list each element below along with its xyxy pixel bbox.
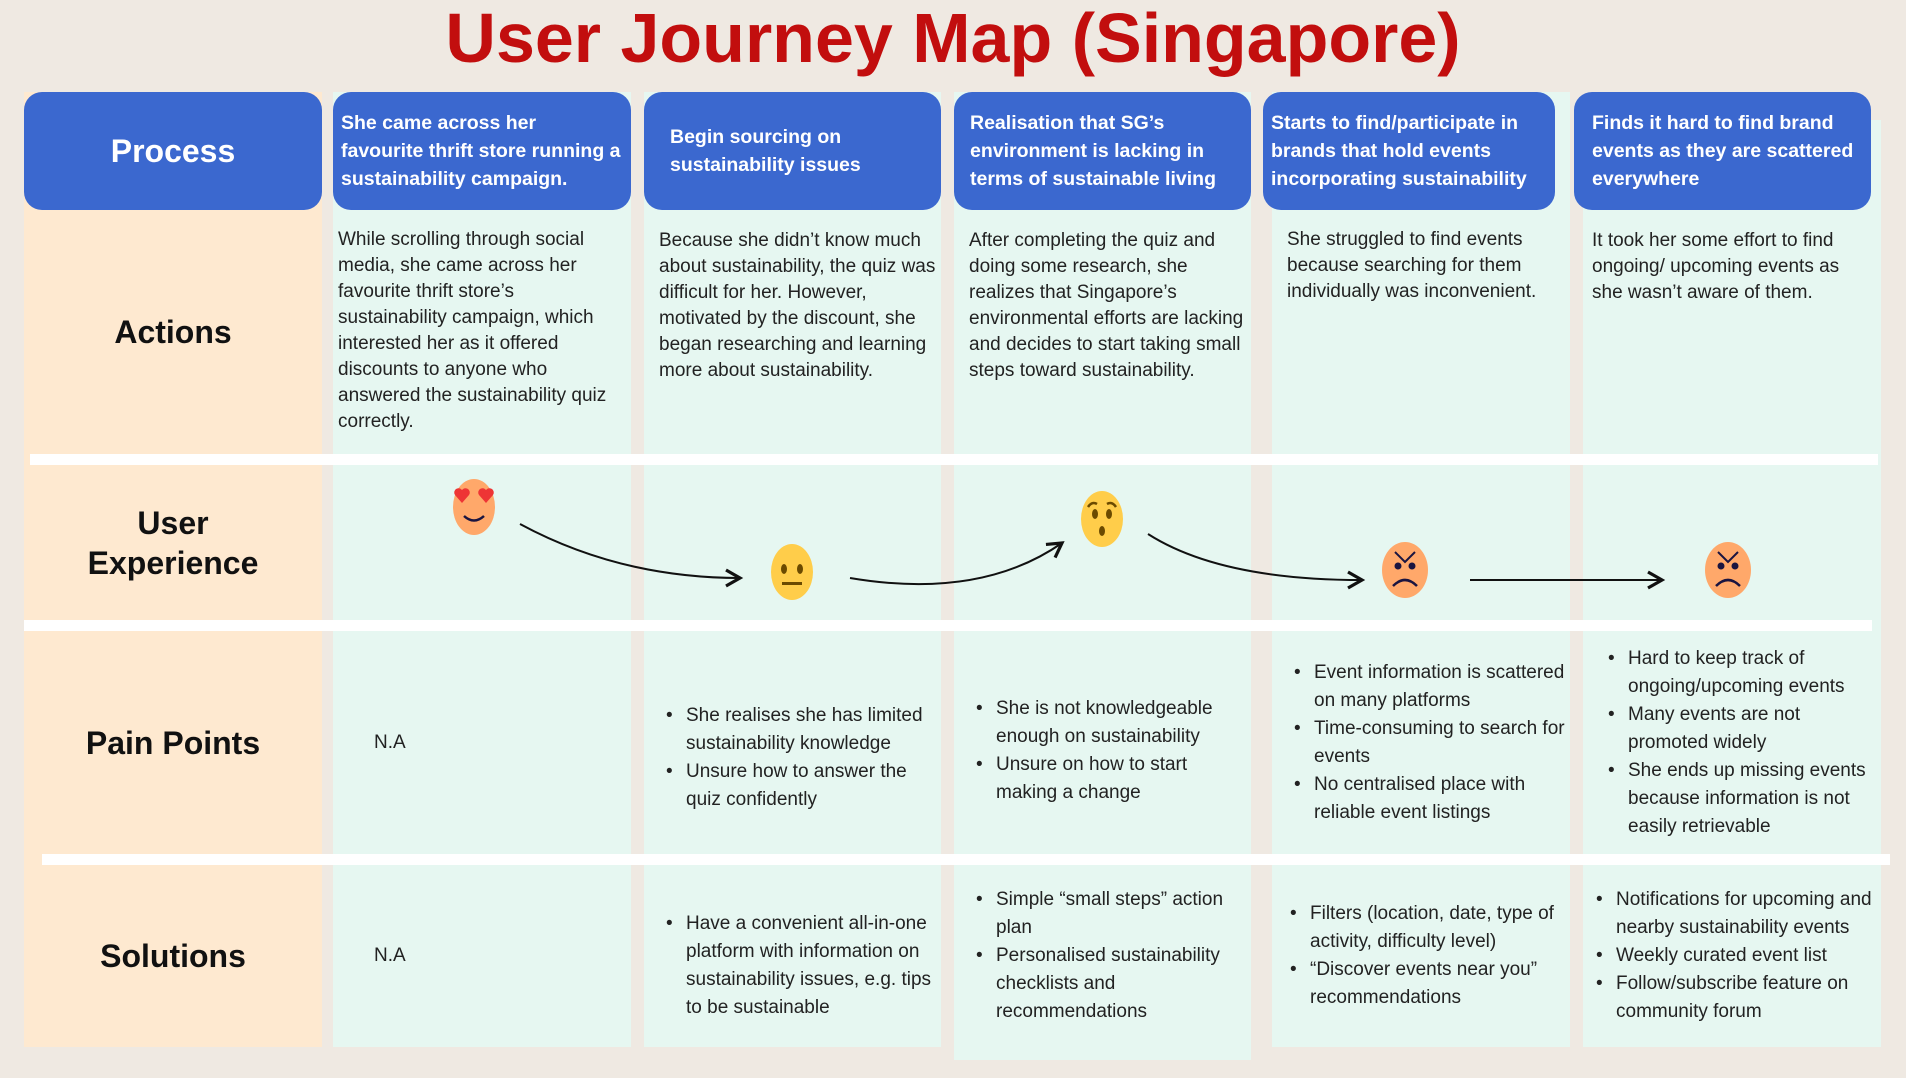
row-label-solutions: Solutions xyxy=(100,938,246,974)
arrow xyxy=(849,541,1065,586)
pain-list-4: Event information is scattered on many p… xyxy=(1290,631,1570,854)
pain-item: She is not knowledgeable enough on susta… xyxy=(972,695,1252,751)
pain-list-3: She is not knowledgeable enough on susta… xyxy=(972,631,1252,854)
stage-header-2: Begin sourcing on sustainability issues xyxy=(644,92,941,210)
process-header: Process xyxy=(24,92,322,210)
angry-emoji-icon xyxy=(1382,542,1428,598)
solution-item: Simple “small steps” action plan xyxy=(972,886,1252,942)
pain-item: Event information is scattered on many p… xyxy=(1290,659,1570,715)
solution-item: Personalised sustainability checklists a… xyxy=(972,942,1252,1026)
neutral-emoji-icon xyxy=(771,544,813,600)
pain-item: Unsure how to answer the quiz confidentl… xyxy=(662,758,937,814)
process-column xyxy=(24,92,322,1047)
row-divider xyxy=(42,854,1890,865)
solution-list-5: Notifications for upcoming and nearby su… xyxy=(1592,865,1882,1047)
solution-item: “Discover events near you” recommendatio… xyxy=(1286,956,1566,1012)
stage-column-1 xyxy=(333,92,631,1047)
solution-item: Notifications for upcoming and nearby su… xyxy=(1592,886,1882,942)
stage-header-5: Finds it hard to find brand events as th… xyxy=(1574,92,1871,210)
pain-text-1: N.A xyxy=(374,731,406,753)
row-label-pain-points: Pain Points xyxy=(85,724,261,761)
pain-list-5: Hard to keep track of ongoing/upcoming e… xyxy=(1604,631,1882,854)
solution-item: Follow/subscribe feature on community fo… xyxy=(1592,970,1882,1026)
arrow xyxy=(1147,533,1366,590)
heart-eyes-emoji-icon xyxy=(453,479,495,535)
row-label-experience: User Experience xyxy=(87,504,259,581)
stage-header-4: Starts to find/participate in brands tha… xyxy=(1263,92,1555,210)
action-text-5: It took her some effort to find ongoing/… xyxy=(1592,230,1840,303)
stage-header-1: She came across her favourite thrift sto… xyxy=(333,92,631,210)
solution-list-4: Filters (location, date, type of activit… xyxy=(1286,865,1566,1047)
pain-item: Hard to keep track of ongoing/upcoming e… xyxy=(1604,645,1882,701)
row-divider xyxy=(30,454,1878,465)
pain-item: Many events are not promoted widely xyxy=(1604,701,1882,757)
angry-emoji-icon xyxy=(1705,542,1751,598)
pain-item: She realises she has limited sustainabil… xyxy=(662,702,937,758)
solution-text-1: N.A xyxy=(374,945,406,966)
row-label-actions: Actions xyxy=(114,314,232,350)
solution-item: Have a convenient all-in-one platform wi… xyxy=(662,910,937,1022)
solution-list-2: Have a convenient all-in-one platform wi… xyxy=(662,865,937,1047)
arrow xyxy=(519,523,744,588)
solution-list-3: Simple “small steps” action plan Persona… xyxy=(972,865,1252,1047)
page-title: User Journey Map (Singapore) xyxy=(445,0,1461,77)
pain-item: Unsure on how to start making a change xyxy=(972,751,1252,807)
pain-item: She ends up missing events because infor… xyxy=(1604,757,1882,841)
action-text-1: While scrolling through social media, sh… xyxy=(338,229,607,432)
pain-list-2: She realises she has limited sustainabil… xyxy=(662,631,937,854)
action-text-3: After completing the quiz and doing some… xyxy=(969,230,1244,381)
action-text-4: She struggled to find events because sea… xyxy=(1287,229,1537,302)
solution-item: Weekly curated event list xyxy=(1592,942,1882,970)
pain-item: Time-consuming to search for events xyxy=(1290,715,1570,771)
pain-item: No centralised place with reliable event… xyxy=(1290,771,1570,827)
action-text-2: Because she didn’t know much about susta… xyxy=(659,230,936,381)
solution-item: Filters (location, date, type of activit… xyxy=(1286,900,1566,956)
stage-header-3: Realisation that SG’s environment is lac… xyxy=(954,92,1251,210)
surprised-emoji-icon xyxy=(1081,491,1123,547)
row-divider xyxy=(24,620,1872,631)
